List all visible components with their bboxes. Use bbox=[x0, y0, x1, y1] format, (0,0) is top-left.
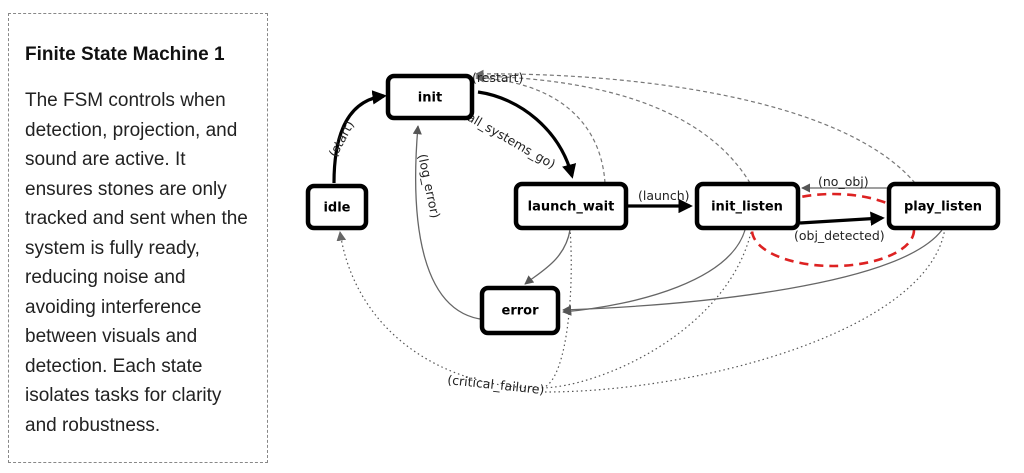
panel-body: The FSM controls when detection, project… bbox=[25, 90, 248, 436]
edge-start bbox=[332, 90, 387, 184]
edge-obj-detected bbox=[799, 211, 885, 226]
state-idle-label: idle bbox=[323, 201, 350, 216]
label-launch: (launch) bbox=[638, 188, 690, 203]
critical-failure-edges bbox=[336, 227, 946, 393]
label-obj-detected: (obj_detected) bbox=[794, 228, 885, 243]
state-launch-wait-label: launch_wait bbox=[528, 200, 615, 215]
panel-title: Finite State Machine 1 bbox=[25, 44, 225, 65]
label-log-error: (log_error) bbox=[415, 153, 443, 220]
edge-play-listen-to-error bbox=[562, 229, 943, 315]
edge-init-listen-to-error bbox=[562, 229, 746, 316]
label-start: (start) bbox=[325, 118, 356, 159]
edge-log-error bbox=[412, 125, 491, 321]
label-all-systems-go: (all_systems_go) bbox=[461, 107, 559, 172]
label-restart: (restart) bbox=[472, 70, 523, 85]
state-idle: idle bbox=[305, 183, 369, 231]
edge-critical-failure-from-play-listen bbox=[544, 227, 946, 393]
state-init-listen: init_listen bbox=[694, 181, 801, 231]
edge-all-systems-go bbox=[477, 90, 577, 179]
description-panel: Finite State Machine 1 The FSM controls … bbox=[8, 13, 268, 463]
edge-launch-wait-to-error bbox=[524, 229, 571, 285]
state-init-listen-label: init_listen bbox=[711, 200, 783, 215]
state-play-listen: play_listen bbox=[886, 181, 1001, 231]
label-critical-failure: (critical_failure) bbox=[447, 372, 545, 397]
state-play-listen-label: play_listen bbox=[904, 200, 982, 215]
edge-restart-from-init-listen bbox=[475, 71, 751, 184]
edge-restart-from-launch-wait bbox=[475, 74, 606, 184]
restart-edges bbox=[475, 69, 916, 184]
state-init-label: init bbox=[418, 91, 442, 106]
error-edges bbox=[412, 125, 943, 321]
label-no-obj: (no_obj) bbox=[818, 174, 869, 189]
state-launch-wait: launch_wait bbox=[513, 181, 629, 231]
main-edges bbox=[332, 90, 885, 226]
state-init: init bbox=[385, 73, 475, 121]
state-error-label: error bbox=[502, 304, 540, 319]
edge-restart-from-play-listen bbox=[475, 69, 916, 184]
state-error: error bbox=[479, 285, 561, 336]
